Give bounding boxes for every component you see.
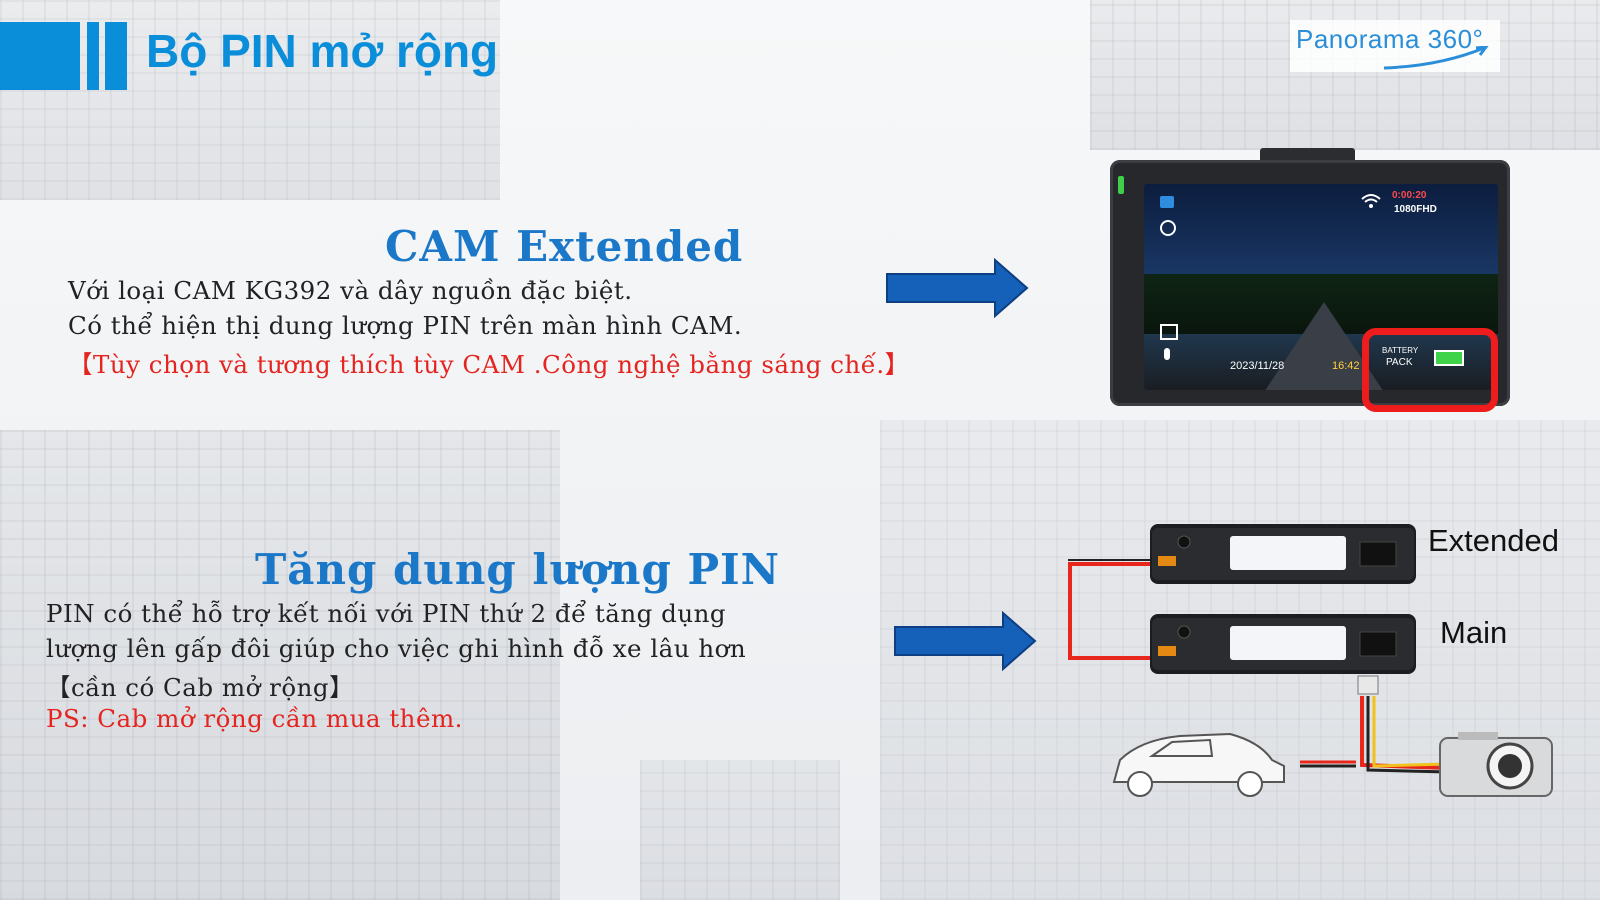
battery-label: PACK [1386, 357, 1413, 368]
wifi-icon [1361, 194, 1381, 208]
video-icon [1160, 196, 1174, 208]
section2-note: PS: Cab mở rộng cần mua thêm. [46, 704, 463, 733]
section-heading-battery-capacity: Tăng dung lượng PIN [255, 545, 781, 594]
loop-icon [1160, 220, 1176, 236]
page-title: Bộ PIN mở rộng [146, 25, 499, 77]
battery-pack-diagram [1068, 524, 1553, 797]
header-accent-bar [105, 22, 127, 90]
logo-swoosh-icon [1383, 46, 1489, 70]
screen-time: 16:42 [1332, 360, 1360, 372]
header-accent-bar [87, 22, 99, 90]
dashcam-screen-image: 0:00:20 1080FHD 2023/11/28 16:42 BATTERY… [1110, 148, 1510, 418]
mic-icon [1164, 348, 1170, 360]
section2-line: lượng lên gấp đôi giúp cho việc ghi hình… [46, 634, 747, 663]
hdr-icon [1160, 324, 1178, 340]
dashcam-icon [1439, 732, 1553, 797]
pack-label-main: Main [1440, 615, 1508, 650]
section1-line: Với loại CAM KG392 và dây nguồn đặc biệt… [68, 276, 633, 305]
arrow-right-icon [886, 258, 1029, 319]
battery-pack-extended [1150, 524, 1416, 584]
section1-line: Có thể hiện thị dung lượng PIN trên màn … [68, 311, 743, 340]
brand-logo: Panorama 360° [1290, 20, 1500, 72]
section1-note: 【Tùy chọn và tương thích tùy CAM .Công n… [68, 350, 910, 379]
section2-line: 【cần có Cab mở rộng】 [46, 673, 355, 702]
car-icon [1112, 732, 1285, 797]
battery-highlight-box [1362, 328, 1498, 412]
header-accent-bar [0, 22, 80, 90]
section2-line: PIN có thể hỗ trợ kết nối với PIN thứ 2 … [46, 599, 727, 628]
screen-timer: 0:00:20 [1392, 190, 1427, 201]
battery-label: BATTERY [1382, 346, 1419, 355]
screen-resolution: 1080FHD [1394, 204, 1437, 215]
pack-label-extended: Extended [1428, 523, 1559, 558]
battery-pack-main [1150, 614, 1416, 674]
logo-text: Panorama 360° [1296, 24, 1484, 54]
battery-icon [1434, 350, 1464, 366]
battery-pack-indicator: BATTERY PACK [1382, 344, 1478, 376]
section-heading-cam-extended: CAM Extended [385, 222, 744, 271]
arrow-right-icon [894, 611, 1037, 672]
screen-date: 2023/11/28 [1230, 360, 1285, 372]
